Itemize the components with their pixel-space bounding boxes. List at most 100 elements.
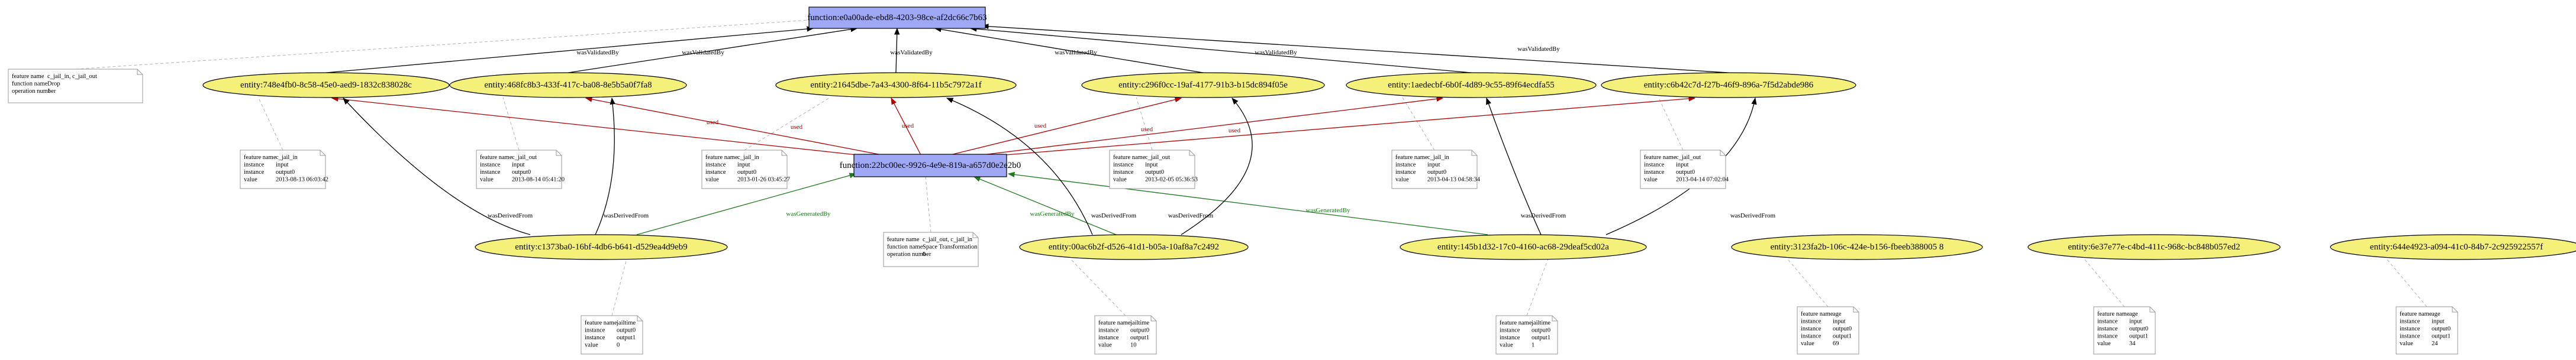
note-value: input — [2432, 319, 2445, 325]
note-key: value — [480, 177, 494, 183]
note-key: value — [1644, 177, 1658, 183]
note-value: 2013-08-14 05:41:20 — [512, 177, 565, 183]
edge-validated-e3-label: wasValidatedBy — [890, 49, 933, 56]
edge-validated-e4: wasValidatedBy — [934, 27, 1204, 73]
activity-top[interactable]: function:e0a00ade-ebd8-4203-98ce-af2dc66… — [807, 7, 987, 29]
note-value: c_jail_out — [1145, 154, 1170, 161]
entity-e12[interactable]: entity:644e4923-a094-41c0-84b7-2c9259225… — [2330, 234, 2576, 260]
entity-label: entity:6e37e77e-c4bd-411c-968c-bc848b057… — [2068, 242, 2240, 252]
entity-e8[interactable]: entity:00ac6b2f-d526-41d1-b05a-10af8a7c2… — [1019, 234, 1249, 260]
activity-top-label: function:e0a00ade-ebd8-4203-98ce-af2dc66… — [807, 13, 986, 22]
note-value: age — [2432, 311, 2440, 317]
entity-label: entity:c6b42c7d-f27b-46f9-896a-7f5d2abde… — [1644, 80, 1814, 90]
note-connector — [1402, 97, 1435, 151]
edge-generated-e8: wasGeneratedBy — [973, 176, 1117, 235]
edge-used-e2: used — [585, 96, 882, 155]
note-key: instance — [705, 162, 726, 168]
edge-validated-e6-label: wasValidatedBy — [1517, 46, 1560, 53]
note-key: instance — [585, 335, 605, 341]
note-value: 0 — [617, 342, 620, 349]
edge-validated-e5: wasValidatedBy — [969, 26, 1472, 73]
edge-derived-e8-e3: wasDerivedFrom — [946, 98, 1137, 235]
note-connector — [611, 259, 627, 316]
note-key: instance — [1113, 162, 1134, 168]
entity-e3[interactable]: entity:21645dbe-7a43-4300-8f64-11b5c7972… — [775, 72, 1017, 98]
entity-e2[interactable]: entity:468fc8b3-433f-417c-ba08-8e5b5a0f7… — [449, 72, 687, 98]
note-value: 10 — [1130, 342, 1137, 349]
note-connector — [925, 176, 931, 233]
note-key: instance — [1098, 335, 1119, 341]
entity-e5[interactable]: entity:1aedecbf-6b0f-4d89-9c55-89f64ecdf… — [1346, 72, 1597, 98]
note-value: jailtime — [616, 320, 636, 326]
note-key: operation number — [887, 251, 931, 258]
note-key: feature name — [2400, 311, 2432, 317]
edge-validated-e1-label: wasValidatedBy — [576, 49, 619, 56]
note-key: instance — [2097, 319, 2118, 325]
note-key: value — [585, 342, 598, 349]
note-key: value — [1395, 177, 1409, 183]
edge-used-e3-label: used — [902, 122, 914, 129]
edge-validated-e3: wasValidatedBy — [890, 27, 933, 73]
note-key: operation number — [12, 88, 56, 95]
note-value: input — [1427, 162, 1440, 168]
note-value: output1 — [2432, 333, 2451, 340]
edge-generated-e9-label: wasGeneratedBy — [1305, 207, 1350, 214]
note-value: c_jail_out — [1676, 154, 1701, 161]
activity-mid[interactable]: function:22bc00ec-9926-4e9e-819a-a657d0e… — [840, 154, 1021, 177]
note-key: instance — [244, 162, 265, 168]
note-key: instance — [2400, 326, 2420, 332]
edge-used-e5-label: used — [1141, 126, 1153, 133]
edge-generated-e7: wasGeneratedBy — [636, 173, 857, 235]
note-value: 24 — [2432, 340, 2438, 347]
note-key: instance — [705, 169, 726, 176]
note-key: instance — [1098, 327, 1119, 334]
note-value: Space Transformation — [923, 244, 978, 251]
note-value: output0 — [512, 169, 531, 176]
entity-label: entity:21645dbe-7a43-4300-8f64-11b5c7972… — [810, 80, 981, 90]
entity-e6[interactable]: entity:c6b42c7d-f27b-46f9-896a-7f5d2abde… — [1601, 72, 1856, 98]
edge-validated-e4-label: wasValidatedBy — [1055, 49, 1097, 56]
note-key: instance — [585, 327, 605, 334]
note-value: 2013-01-26 03:45:27 — [737, 177, 790, 183]
note-value: c_jail_in — [737, 154, 759, 161]
note-value: output1 — [1130, 335, 1149, 341]
entity-label: entity:468fc8b3-433f-417c-ba08-8e5b5a0f7… — [484, 80, 652, 90]
edge-used-e5: used — [982, 96, 1444, 155]
note-value: c_jail_out, c_jail_in — [923, 236, 973, 243]
note-key: feature name — [1801, 311, 1833, 317]
note-value: 0 — [923, 251, 926, 258]
note-key: value — [1098, 342, 1112, 349]
note-value: c_jail_out — [512, 154, 537, 161]
note-connector — [1071, 259, 1126, 316]
entity-e10[interactable]: entity:3123fa2b-106c-424e-b156-fbeeb3880… — [1731, 234, 1983, 260]
note-key: value — [1500, 342, 1513, 349]
note-key: value — [705, 177, 719, 183]
note-key: instance — [1801, 333, 1821, 340]
entity-e9[interactable]: entity:145b1d32-17c0-4160-ac68-29deaf5cd… — [1400, 234, 1647, 260]
note-key: value — [1113, 177, 1127, 183]
note-key: value — [244, 177, 257, 183]
entity-e11[interactable]: entity:6e37e77e-c4bd-411c-968c-bc848b057… — [2027, 234, 2281, 260]
note-key: instance — [1113, 169, 1134, 176]
entity-e4[interactable]: entity:c296f0cc-19af-4177-91b3-b15dc894f… — [1081, 72, 1325, 98]
note-key: feature name — [1500, 320, 1532, 326]
note-value: 2013-04-13 04:58:34 — [1427, 177, 1481, 183]
note-value: output1 — [617, 335, 636, 341]
note-value: output1 — [1532, 335, 1550, 341]
edge-validated-e2-label: wasValidatedBy — [682, 49, 724, 56]
edge-used-e6: used — [1005, 96, 1696, 155]
note-key: feature name — [480, 154, 512, 161]
edge-used-e2-label: used — [791, 124, 803, 131]
note-key: value — [1801, 340, 1814, 347]
entity-e1[interactable]: entity:748e4fb0-8c58-45e0-aed9-1832c8380… — [202, 72, 450, 98]
note-value: output0 — [1145, 169, 1164, 176]
note-value: c_jail_in — [1427, 154, 1449, 161]
entity-e7[interactable]: entity:c1373ba0-16bf-4db6-b641-d529ea4d9… — [475, 234, 728, 260]
